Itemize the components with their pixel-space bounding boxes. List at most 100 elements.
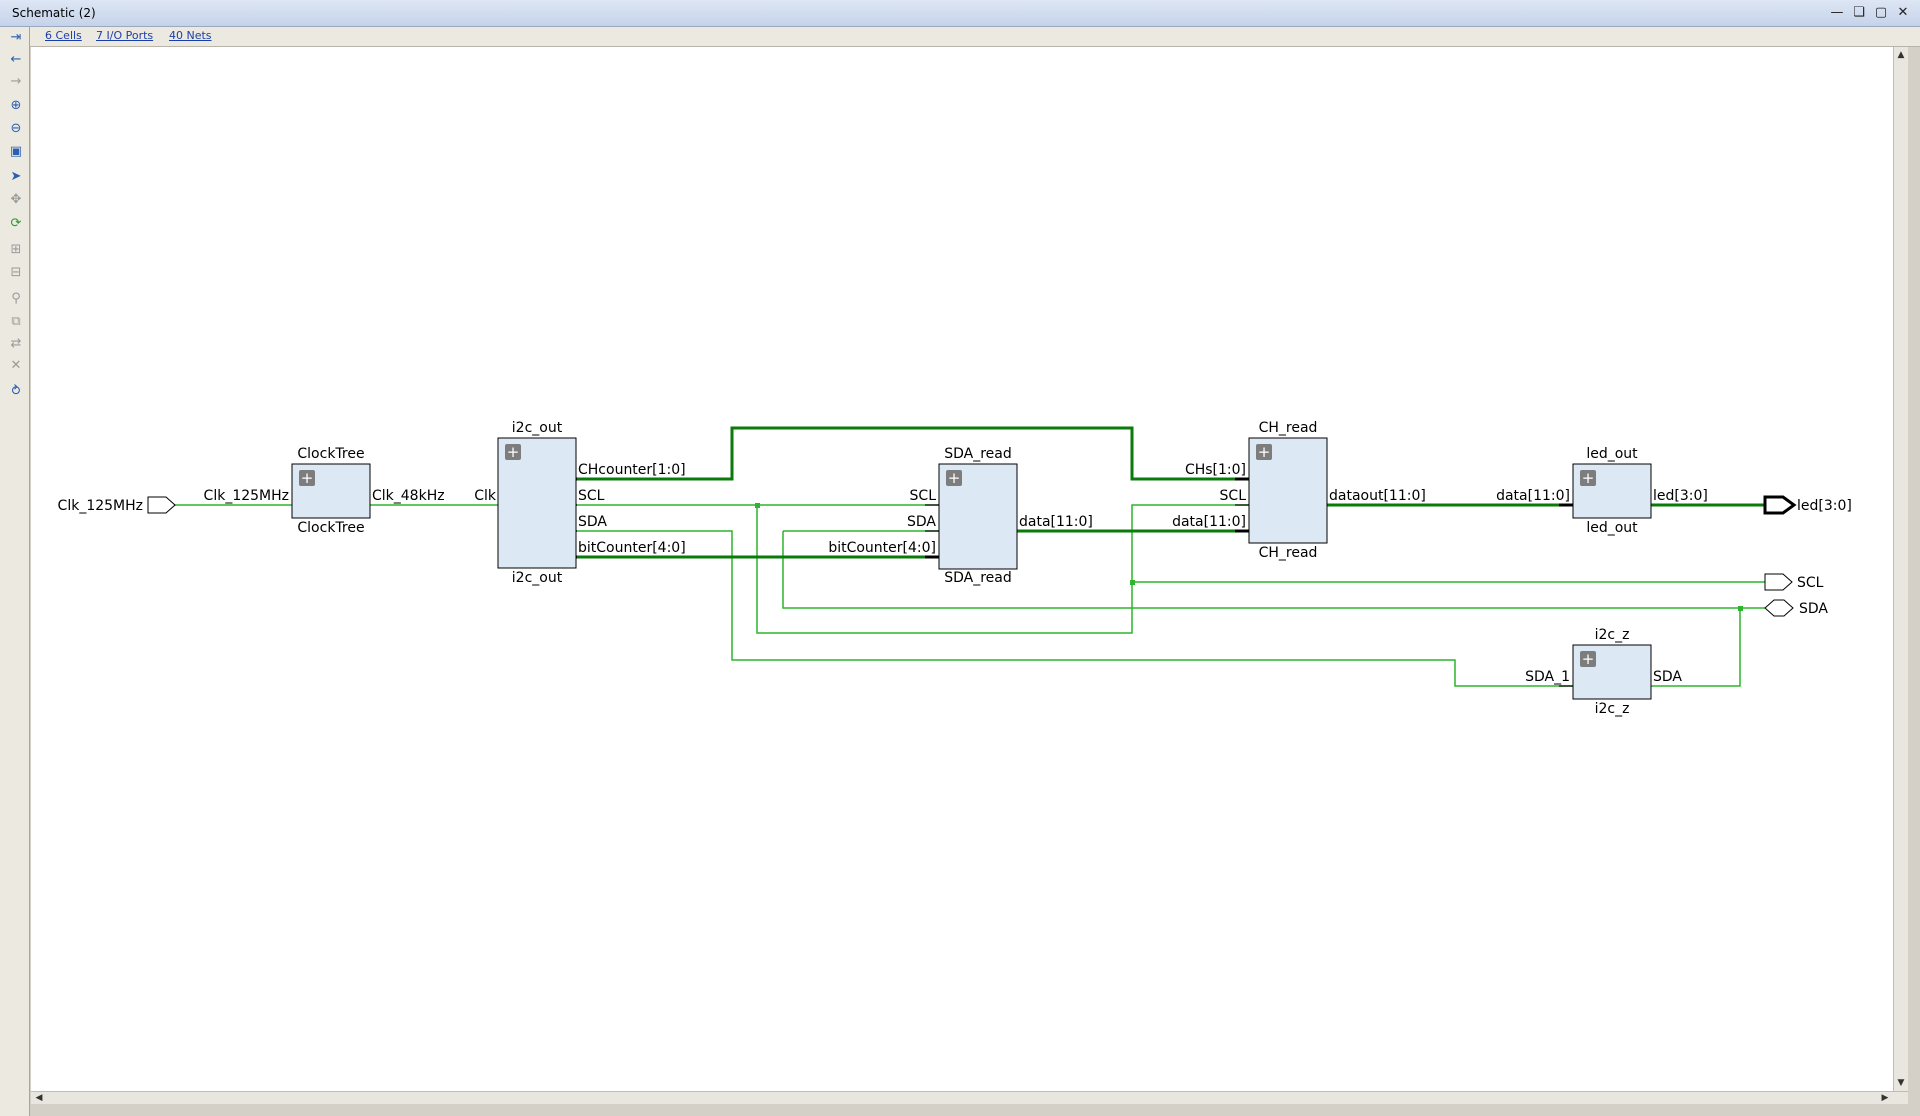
cell-type-name: SDA_read	[944, 570, 1012, 586]
pin-label: Clk_48kHz	[372, 488, 445, 504]
vertical-scrollbar[interactable]: ▲ ▼	[1893, 47, 1908, 1091]
expand-glyph: +	[948, 469, 961, 487]
nets-link[interactable]: 40 Nets	[169, 29, 212, 42]
port-led[interactable]: led[3:0]	[1763, 495, 1852, 515]
schematic-canvas[interactable]: + ClockTree ClockTree Clk_125MHz Clk_48k…	[31, 47, 1893, 1091]
port-label: SCL	[1797, 575, 1824, 591]
cells-link[interactable]: 6 Cells	[45, 29, 82, 42]
maximize-icon[interactable]: ▢	[1874, 5, 1888, 20]
back-icon[interactable]: ←	[10, 52, 22, 67]
cell-instance-name: ClockTree	[297, 446, 364, 462]
select-icon[interactable]: ➤	[10, 169, 22, 184]
collapse-cell-icon[interactable]: ⊟	[10, 265, 22, 280]
pin-label: bitCounter[4:0]	[828, 540, 936, 556]
expand-glyph: +	[301, 469, 314, 487]
cell-type-name: led_out	[1586, 520, 1638, 536]
pin-label: CHcounter[1:0]	[578, 462, 686, 478]
scroll-right-icon[interactable]: ▶	[1881, 1093, 1889, 1103]
pin-label: led[3:0]	[1653, 488, 1708, 504]
zoom-in-icon[interactable]: ⊕	[10, 98, 22, 113]
restore-icon[interactable]: ❏	[1853, 5, 1865, 20]
forward-icon[interactable]: →	[10, 74, 22, 89]
cell-i2c-z[interactable]: + i2c_z i2c_z SDA_1 SDA	[1525, 627, 1682, 717]
cell-clocktree[interactable]: + ClockTree ClockTree Clk_125MHz Clk_48k…	[204, 446, 445, 536]
collapse-icon[interactable]: ⇥	[10, 30, 22, 45]
pin-label: data[11:0]	[1496, 488, 1570, 504]
pin-label: dataout[11:0]	[1329, 488, 1426, 504]
pin-label: Clk_125MHz	[204, 488, 289, 504]
pin-label: SDA	[1653, 669, 1682, 685]
pin-label: SCL	[910, 488, 937, 504]
zoom-out-icon[interactable]: ⊖	[10, 121, 22, 136]
expand-glyph: +	[1582, 469, 1595, 487]
pin-label: SCL	[1220, 488, 1247, 504]
pin-label: SDA	[578, 514, 607, 530]
cell-instance-name: CH_read	[1259, 420, 1318, 436]
scroll-down-icon[interactable]: ▼	[1897, 1078, 1905, 1088]
cell-ch-read[interactable]: + CH_read CH_read CHs[1:0] SCL data[11:0…	[1172, 420, 1426, 561]
pin-label: CHs[1:0]	[1185, 462, 1246, 478]
cell-instance-name: SDA_read	[944, 446, 1012, 462]
single-bit-nets	[173, 504, 1765, 687]
bus-nets	[563, 426, 1765, 559]
pin-label: SDA_1	[1525, 669, 1570, 685]
cell-instance-name: led_out	[1586, 446, 1638, 462]
summary-linkbar: 6 Cells 7 I/O Ports 40 Nets	[0, 27, 1920, 47]
port-label: SDA	[1799, 601, 1828, 617]
minimize-icon[interactable]: —	[1830, 5, 1844, 20]
zoom-fit-icon[interactable]: ▣	[9, 144, 23, 159]
pin-label: Clk	[474, 488, 497, 504]
window-titlebar: Schematic (2) — ❏ ▢ ✕	[0, 0, 1920, 27]
expand-cell-icon[interactable]	[1580, 651, 1596, 667]
port-clk-125mhz[interactable]: Clk_125MHz	[58, 496, 176, 514]
delete-icon[interactable]: ✕	[10, 358, 22, 373]
expand-cell-icon[interactable]	[299, 470, 315, 486]
expand-icon[interactable]: ⊞	[10, 242, 22, 257]
port-sda[interactable]: SDA	[1764, 599, 1828, 617]
expand-cell-icon[interactable]	[1256, 444, 1272, 460]
pin-label: data[11:0]	[1019, 514, 1093, 530]
net-scl-to-ch-read[interactable]	[756, 504, 1249, 634]
net-chcounter-bus[interactable]	[563, 426, 1249, 481]
expand-cell-icon[interactable]	[1580, 470, 1596, 486]
io-ports-link[interactable]: 7 I/O Ports	[96, 29, 154, 42]
cell-type-name: ClockTree	[297, 520, 364, 536]
cell-i2c-out[interactable]: + i2c_out i2c_out Clk CHcounter[1:0] SCL…	[474, 420, 685, 586]
expand-glyph: +	[507, 443, 520, 461]
expand-glyph: +	[1582, 650, 1595, 668]
pin-label: SCL	[578, 488, 605, 504]
cell-type-name: CH_read	[1259, 545, 1318, 561]
cell-sda-read[interactable]: + SDA_read SDA_read SCL SDA bitCounter[4…	[828, 446, 1093, 586]
move-icon[interactable]: ⇄	[10, 336, 22, 351]
close-icon[interactable]: ✕	[1897, 5, 1909, 20]
bus-pin-stubs	[563, 477, 1651, 559]
net-sda-to-i2c-z[interactable]	[563, 530, 1573, 687]
cell-instance-name: i2c_z	[1595, 627, 1630, 643]
horizontal-scrollbar[interactable]: ◀ ▶	[31, 1091, 1908, 1104]
port-label: Clk_125MHz	[58, 498, 143, 514]
regenerate-icon[interactable]: ⥁	[11, 384, 21, 399]
pan-icon[interactable]: ✥	[10, 192, 22, 207]
cell-led-out[interactable]: + led_out led_out data[11:0] led[3:0]	[1496, 446, 1708, 536]
port-label: led[3:0]	[1797, 498, 1852, 514]
expand-cell-icon[interactable]	[946, 470, 962, 486]
schematic-diagram[interactable]: + ClockTree ClockTree Clk_125MHz Clk_48k…	[31, 47, 1893, 1091]
schematic-toolbar: ⇥ ← → ⊕ ⊖ ▣ ➤ ✥ ⟳ ⊞ ⊟ ⚲ ⧉ ⇄ ✕ ⥁	[0, 27, 30, 1116]
window-title: Schematic (2)	[12, 6, 96, 20]
port-scl[interactable]: SCL	[1764, 573, 1824, 591]
search-icon[interactable]: ⚲	[11, 291, 21, 306]
cell-type-name: i2c_out	[512, 570, 563, 586]
pin-label: data[11:0]	[1172, 514, 1246, 530]
pin-label: SDA	[907, 514, 936, 530]
cell-instance-name: i2c_out	[512, 420, 563, 436]
copy-icon[interactable]: ⧉	[11, 314, 21, 329]
refresh-icon[interactable]: ⟳	[10, 216, 22, 231]
net-junctions	[755, 503, 1743, 611]
scroll-up-icon[interactable]: ▲	[1897, 50, 1905, 60]
net-i2c-z-sda[interactable]	[1651, 608, 1741, 687]
scroll-left-icon[interactable]: ◀	[35, 1093, 43, 1103]
pin-label: bitCounter[4:0]	[578, 540, 686, 556]
expand-glyph: +	[1258, 443, 1271, 461]
expand-cell-icon[interactable]	[505, 444, 521, 460]
cell-type-name: i2c_z	[1595, 701, 1630, 717]
